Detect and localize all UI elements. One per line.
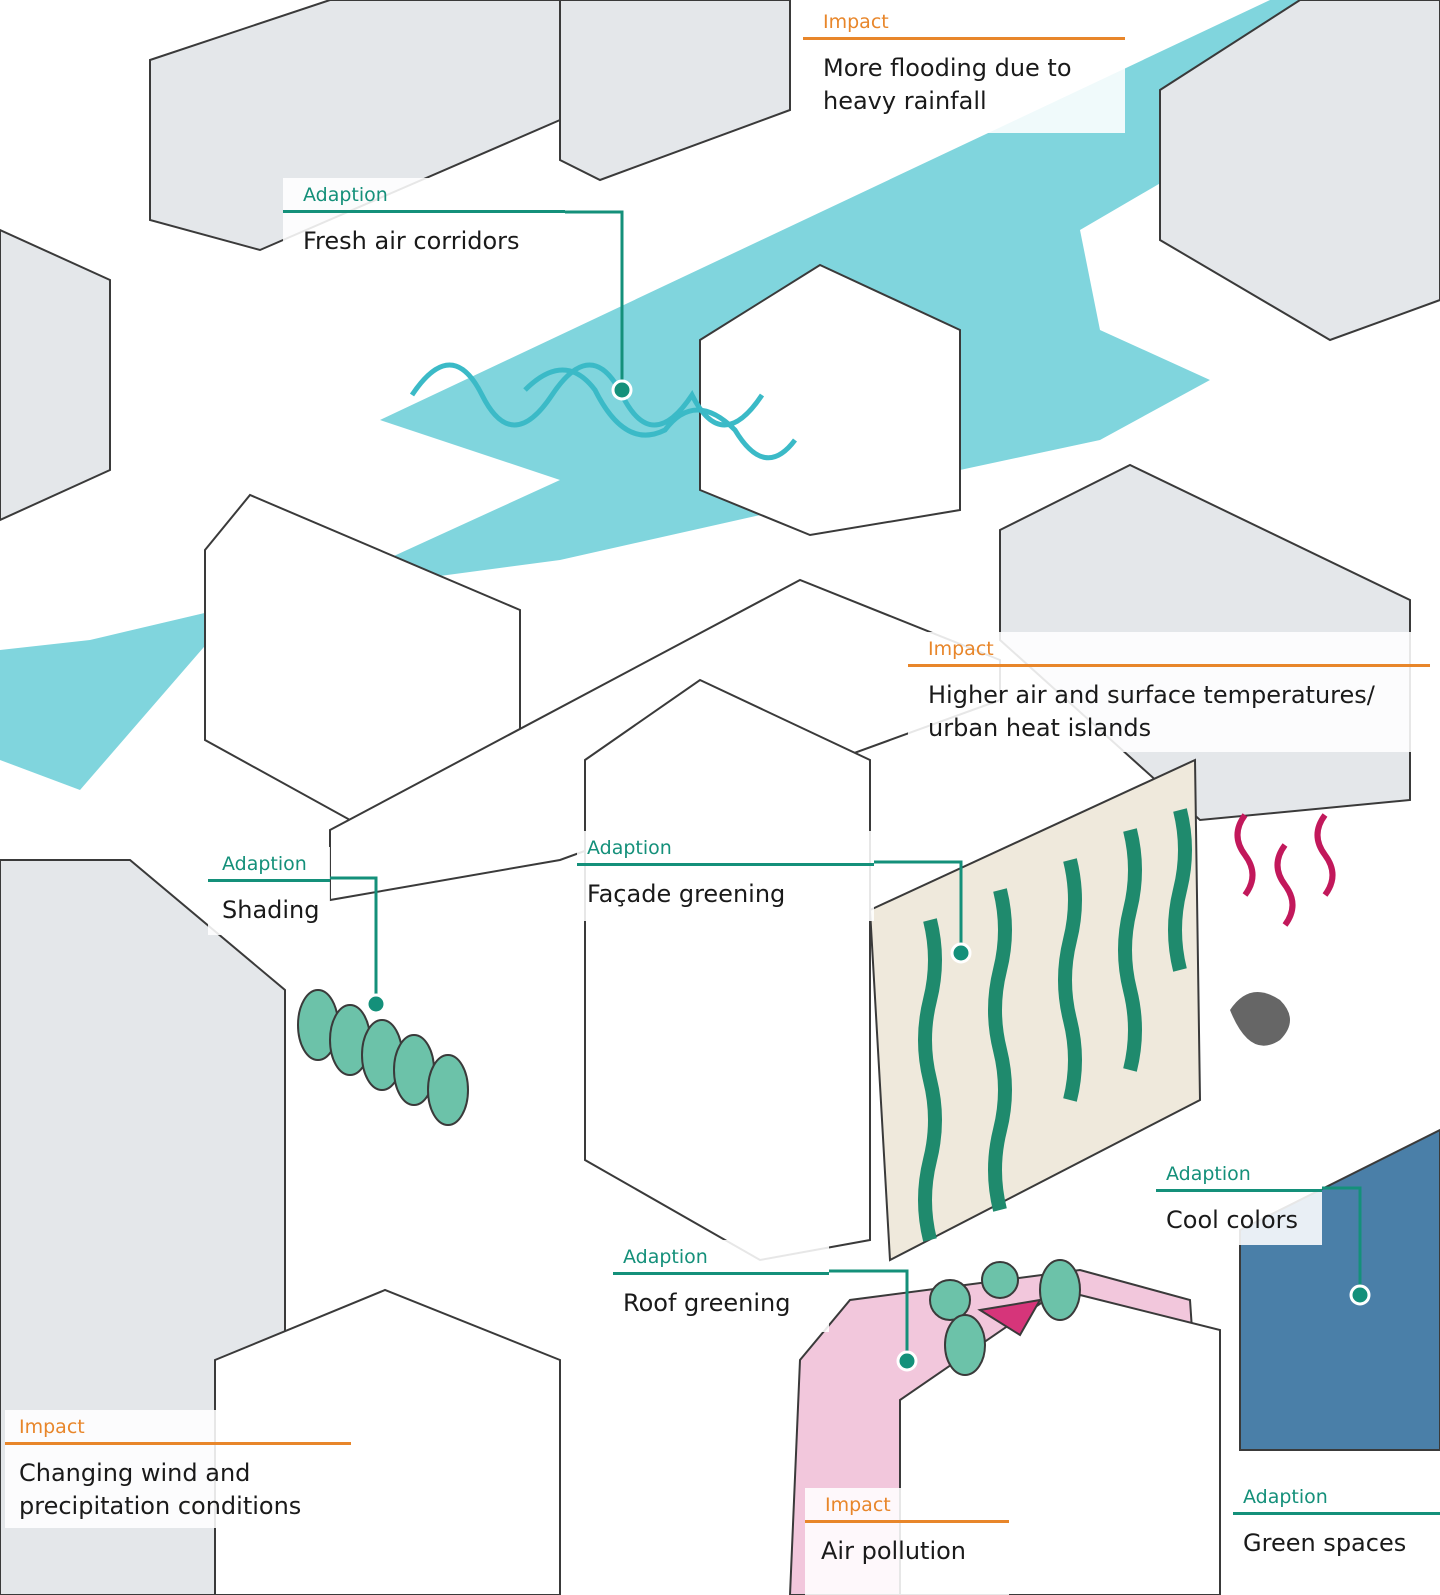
divider xyxy=(283,210,565,213)
callout-text: Changing wind and precipitation conditio… xyxy=(19,1459,302,1520)
callout-category: Impact xyxy=(928,638,994,660)
callout-category: Impact xyxy=(19,1416,85,1438)
callout-category: Impact xyxy=(823,11,889,33)
divider xyxy=(1156,1189,1322,1192)
divider xyxy=(577,863,874,866)
callout-text: Cool colors xyxy=(1166,1206,1299,1234)
callout-category: Impact xyxy=(825,1494,891,1516)
callout-text: Shading xyxy=(222,896,320,924)
callout-air-pollution: Impact Air pollution xyxy=(805,1488,1009,1595)
building xyxy=(559,0,791,182)
roof-greening-plants xyxy=(929,1259,1081,1376)
callout-roof-greening: Adaption Roof greening xyxy=(613,1240,829,1332)
pollution-cloud xyxy=(1230,992,1290,1046)
callout-category: Adaption xyxy=(303,184,388,206)
building xyxy=(699,263,961,537)
divider xyxy=(805,1520,1009,1523)
building xyxy=(584,678,871,1262)
callout-wind: Impact Changing wind and precipitation c… xyxy=(5,1410,351,1528)
callout-text: Roof greening xyxy=(623,1289,791,1317)
divider xyxy=(908,664,1430,667)
callout-category: Adaption xyxy=(222,853,307,875)
divider xyxy=(208,879,330,882)
callout-green-spaces: Adaption Green spaces xyxy=(1233,1480,1440,1595)
callout-text: More flooding due to heavy rainfall xyxy=(823,54,1072,115)
callout-text: Façade greening xyxy=(587,880,786,908)
shading-trees xyxy=(297,989,469,1126)
callout-category: Adaption xyxy=(1166,1163,1251,1185)
callout-text: Fresh air corridors xyxy=(303,227,520,255)
divider xyxy=(1233,1512,1440,1515)
building xyxy=(0,228,111,522)
callout-category: Adaption xyxy=(1243,1486,1328,1508)
callout-heat: Impact Higher air and surface temperatur… xyxy=(908,632,1430,752)
callout-text: Air pollution xyxy=(821,1537,967,1565)
callout-facade-greening: Adaption Façade greening xyxy=(577,831,874,921)
divider xyxy=(5,1442,351,1445)
callout-category: Adaption xyxy=(623,1246,708,1268)
callout-text: Green spaces xyxy=(1243,1529,1407,1557)
callout-cool-colors: Adaption Cool colors xyxy=(1156,1157,1322,1245)
callout-shading: Adaption Shading xyxy=(208,847,330,935)
callout-category: Adaption xyxy=(587,837,672,859)
building xyxy=(1159,0,1440,342)
facade-greening-vines xyxy=(918,808,1192,1242)
callout-fresh-air: Adaption Fresh air corridors xyxy=(283,178,565,280)
callout-flooding: Impact More flooding due to heavy rainfa… xyxy=(803,0,1125,133)
divider xyxy=(803,37,1125,40)
callout-text: Higher air and surface temperatures/ urb… xyxy=(928,681,1375,742)
heat-waves xyxy=(1234,813,1336,927)
divider xyxy=(613,1272,829,1275)
